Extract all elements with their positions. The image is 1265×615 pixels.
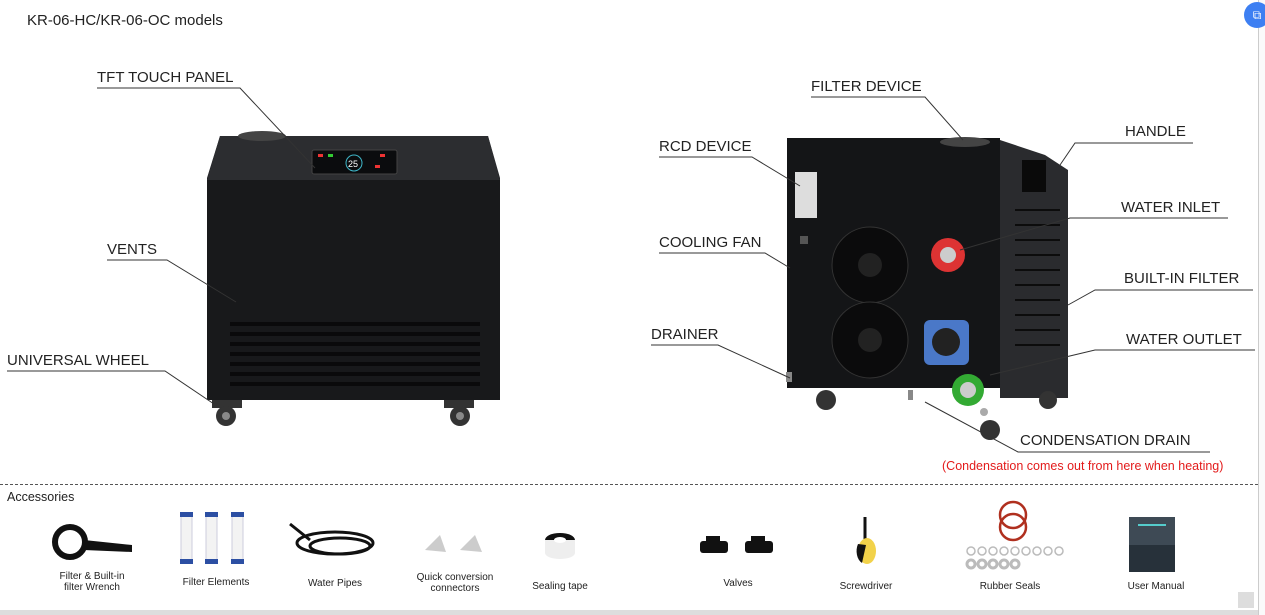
accessory-label: Screwdriver (839, 581, 893, 592)
accessory-screwdriver: Screwdriver (806, 581, 926, 592)
accessory-label: connectors (430, 583, 480, 594)
accessory-label: Water Pipes (307, 578, 363, 589)
accessory-user-manual: User Manual (1096, 581, 1216, 592)
condensation-note: (Condensation comes out from here when h… (942, 459, 1224, 473)
label-condensation-drain: CONDENSATION DRAIN (1020, 432, 1191, 449)
horizontal-scrollbar[interactable] (0, 610, 1258, 615)
wheel-icon (212, 400, 242, 426)
vents-grille (230, 322, 480, 386)
label-water-outlet: WATER OUTLET (1126, 331, 1242, 348)
accessory-water-pipes: Water Pipes (275, 578, 395, 589)
back-chiller-unit (786, 137, 1068, 440)
leader-lines (7, 87, 1255, 453)
accessory-label: Filter & Built-in (59, 571, 125, 582)
screenshot-tool-icon[interactable]: ⧉ (1244, 2, 1265, 28)
screwdriver-icon (856, 517, 876, 564)
label-cooling-fan: COOLING FAN (659, 234, 762, 251)
accessory-rubber-seals: Rubber Seals (950, 581, 1070, 592)
display-value: 25 (348, 159, 358, 169)
accessory-label: User Manual (1127, 581, 1185, 592)
rubber-seals-icon (965, 500, 1064, 570)
label-filter-device: FILTER DEVICE (811, 78, 922, 95)
front-chiller-unit: 25 (207, 131, 500, 426)
accessories-title: Accessories (7, 490, 75, 504)
accessory-label: Rubber Seals (979, 581, 1041, 592)
accessory-label: filter Wrench (64, 582, 120, 593)
accessory-label: Valves (723, 578, 753, 589)
accessory-sealing-tape: Sealing tape (500, 581, 620, 592)
condensation-drain-icon (908, 390, 913, 400)
water-pipes-icon (289, 522, 375, 556)
accessory-label: Filter Elements (182, 577, 250, 588)
label-drainer: DRAINER (651, 326, 719, 343)
accessory-label: Quick conversion (416, 572, 494, 583)
accessory-label: Sealing tape (532, 581, 588, 592)
label-built-in-filter: BUILT-IN FILTER (1124, 270, 1240, 287)
label-rcd-device: RCD DEVICE (659, 138, 752, 155)
label-universal-wheel: UNIVERSAL WHEEL (7, 352, 149, 369)
section-divider (0, 484, 1258, 485)
vertical-scrollbar[interactable] (1258, 0, 1265, 615)
corner-thumbnail[interactable] (1238, 592, 1254, 608)
wrench-icon (52, 524, 132, 560)
filter-elements-icon (180, 512, 244, 564)
label-tft-touch-panel: TFT TOUCH PANEL (97, 69, 234, 86)
label-water-inlet: WATER INLET (1121, 199, 1221, 216)
user-manual-icon (1129, 517, 1175, 572)
rcd-device (795, 172, 817, 218)
sealing-tape-icon (545, 533, 575, 559)
accessory-valves: Valves (678, 578, 798, 589)
label-vents: VENTS (107, 241, 158, 258)
connectors-icon (425, 535, 482, 552)
valves-icon (700, 536, 773, 553)
label-handle: HANDLE (1125, 123, 1186, 140)
page-title: KR-06-HC/KR-06-OC models (27, 12, 223, 29)
accessory-filter-elements: Filter Elements (156, 577, 276, 588)
